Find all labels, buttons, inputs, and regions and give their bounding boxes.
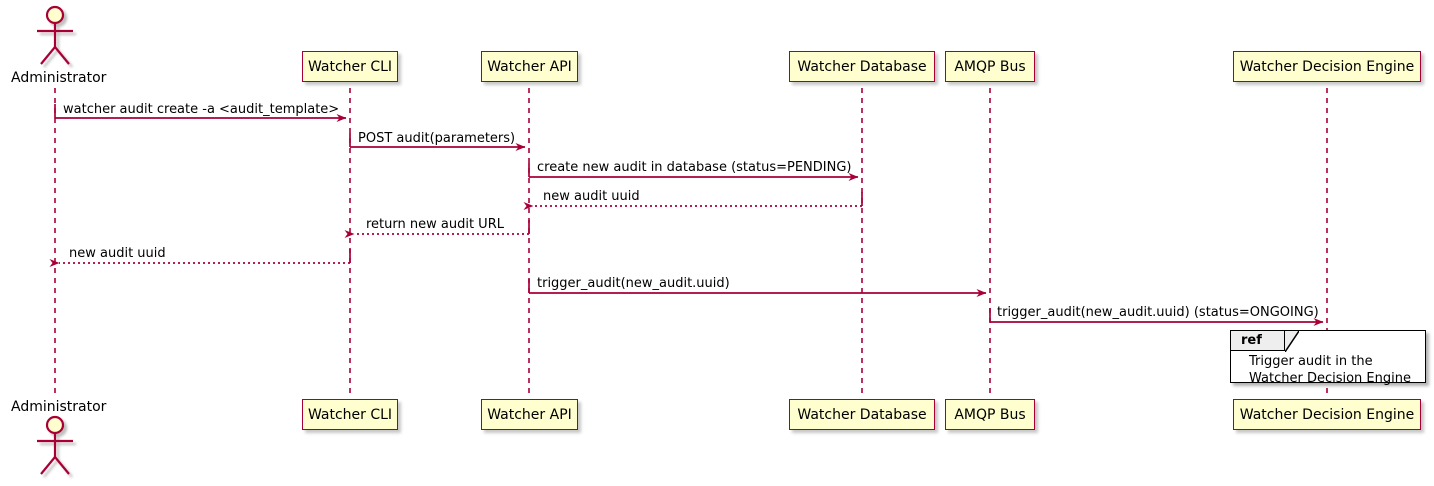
participant-box-watcher-decision-engine-top[interactable]: Watcher Decision Engine [1233, 51, 1421, 82]
participant-box-watcher-database-top[interactable]: Watcher Database [789, 51, 935, 82]
message-label-4: new audit uuid [543, 189, 640, 204]
participant-label: Watcher Database [797, 406, 927, 423]
actor-label-administrator-bottom: Administrator [11, 399, 107, 415]
message-label-5: return new audit URL [366, 217, 504, 232]
participant-label: Watcher CLI [307, 406, 393, 423]
ref-tab-notch [1285, 331, 1299, 352]
ref-fragment-operator-tab: ref [1231, 331, 1285, 351]
ref-operator-label: ref [1241, 333, 1262, 348]
participant-label: Watcher Database [797, 58, 927, 75]
participant-box-watcher-cli-bottom[interactable]: Watcher CLI [302, 399, 398, 430]
message-label-8: trigger_audit(new_audit.uuid) (status=ON… [997, 305, 1319, 320]
ref-fragment-body: Trigger audit in the Watcher Decision En… [1231, 353, 1425, 387]
ref-fragment[interactable]: ref Trigger audit in the Watcher Decisio… [1230, 330, 1426, 386]
arrow-tail-stubs [54, 104, 991, 322]
ref-body-line-1: Trigger audit in the [1249, 354, 1373, 369]
participant-box-watcher-database-bottom[interactable]: Watcher Database [789, 399, 935, 430]
lifelines [54, 88, 1328, 398]
actor-figure-top [37, 5, 73, 65]
ref-body-line-2: Watcher Decision Engine [1249, 371, 1411, 386]
participant-label: Watcher Decision Engine [1239, 58, 1415, 75]
participant-label: Watcher Decision Engine [1239, 406, 1415, 423]
message-label-2: POST audit(parameters) [358, 131, 516, 146]
message-label-6: new audit uuid [69, 246, 166, 261]
participant-box-watcher-api-top[interactable]: Watcher API [481, 51, 578, 82]
participant-label: Watcher API [487, 58, 572, 75]
actor-figure-bottom [37, 415, 73, 475]
participant-box-watcher-decision-engine-bottom[interactable]: Watcher Decision Engine [1233, 399, 1421, 430]
message-label-3: create new audit in database (status=PEN… [537, 160, 852, 175]
participant-box-amqp-bus-bottom[interactable]: AMQP Bus [945, 399, 1035, 430]
participant-box-amqp-bus-top[interactable]: AMQP Bus [945, 51, 1035, 82]
message-label-1: watcher audit create -a <audit_template> [63, 102, 340, 117]
participant-label: Watcher API [487, 406, 572, 423]
participant-label: AMQP Bus [954, 406, 1026, 423]
actor-label-administrator-top: Administrator [11, 70, 107, 86]
participant-label: AMQP Bus [954, 58, 1026, 75]
participant-label: Watcher CLI [307, 58, 393, 75]
message-label-7: trigger_audit(new_audit.uuid) [537, 276, 730, 291]
participant-box-watcher-cli-top[interactable]: Watcher CLI [302, 51, 398, 82]
participant-box-watcher-api-bottom[interactable]: Watcher API [481, 399, 578, 430]
message-arrows [49, 114, 1324, 326]
